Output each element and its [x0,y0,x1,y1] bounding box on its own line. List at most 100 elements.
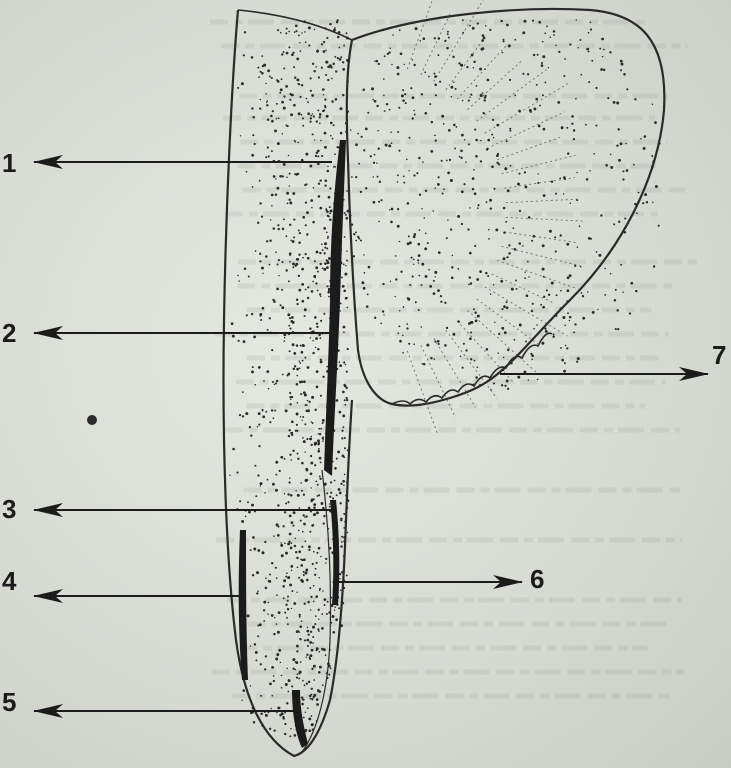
fan-stipple-dot [412,275,414,277]
body-stipple-dot [289,477,291,479]
body-stipple-dot [346,190,348,192]
body-stipple-dot [299,42,300,43]
fan-stipple-dot [503,305,506,308]
body-stipple-dot [340,589,341,590]
fan-stipple-dot [514,248,517,251]
body-stipple-dot [282,228,285,231]
body-stipple-dot [323,313,325,315]
body-stipple-dot [316,703,319,706]
body-stipple-dot [301,300,304,303]
fan-stipple-dot [528,216,531,219]
body-stipple-dot [326,247,328,249]
fan-stipple-dot [444,302,446,304]
body-stipple-dot [322,267,324,269]
body-stipple-dot [329,23,332,26]
fan-stipple-dot [517,183,520,186]
body-stipple-dot [344,474,346,476]
fan-stipple-dot [505,385,506,386]
body-stipple-dot [321,627,324,630]
body-stipple-dot [319,666,322,669]
fan-stipple-dot [504,167,507,170]
fan-stipple-dot [560,347,562,349]
body-stipple-dot [295,490,297,492]
body-stipple-dot [317,433,319,435]
fan-stipple-dot [448,37,450,39]
body-stipple-dot [293,368,295,370]
body-stipple-dot [290,728,291,729]
body-stipple-dot [339,578,340,579]
body-stipple-dot [318,547,321,550]
fan-stipple-dot [456,126,458,128]
body-stipple-dot [254,143,256,145]
body-stipple-dot [311,487,312,488]
fan-stipple-dot [469,207,471,209]
body-stipple-dot [301,351,304,354]
fan-stipple-dot [597,309,598,310]
fan-stipple-dot [469,252,472,255]
fan-stipple-dot [504,331,507,334]
fan-stipple-dot [624,231,626,233]
body-stipple-dot [286,52,289,55]
fan-stipple-dot [425,275,428,278]
body-stipple-dot [319,180,321,182]
body-stipple-dot [344,385,347,388]
body-stipple-dot [309,698,311,700]
fan-stipple-dot [613,223,615,225]
body-stipple-dot [297,458,299,460]
fan-stipple-dot [494,322,495,323]
fan-stipple-dot [543,276,545,278]
body-stipple-dot [329,213,331,215]
body-stipple-dot [277,224,279,226]
fan-stipple-dot [526,294,529,297]
fan-stipple-dot [579,225,581,227]
body-stipple-dot [309,729,312,732]
fan-stipple-dot [506,380,509,383]
fan-stipple-dot [481,39,484,42]
fan-stipple-dot [514,339,516,341]
fan-stipple-dot [514,95,516,97]
body-stipple-dot [331,597,333,599]
fan-stipple-dot [589,170,591,172]
body-stipple-dot [293,602,296,605]
fan-stipple-dot [480,94,483,97]
fan-stipple-dot [422,161,424,163]
body-stipple-dot [317,443,319,445]
body-stipple-dot [271,205,273,207]
fan-stipple-dot [435,276,436,277]
body-stipple-dot [256,592,258,594]
fan-stipple-dot [473,169,475,171]
fan-stipple-dot [544,328,546,330]
fan-stipple-dot [567,276,570,279]
fan-stipple-dot [408,170,409,171]
fan-stipple-dot [535,98,538,101]
body-stipple-dot [275,178,277,180]
body-stipple-dot [329,503,330,504]
body-stipple-dot [311,649,314,652]
body-stipple-dot [286,668,287,669]
fan-stipple-dot [553,34,555,36]
body-stipple-dot [271,666,274,669]
body-stipple-dot [319,475,321,477]
body-stipple-dot [268,388,270,390]
fan-stipple-dot [593,153,595,155]
body-stipple-dot [313,498,315,500]
body-stipple-dot [306,438,308,440]
fan-stipple-dot [531,240,533,242]
body-stipple-dot [318,448,320,450]
fan-stipple-dot [429,285,432,288]
body-stipple-dot [252,116,254,118]
fan-stipple-dot [581,292,583,294]
body-stipple-dot [340,56,342,58]
fan-stipple-dot [473,308,475,310]
body-stipple-dot [343,536,346,539]
fan-stipple-dot [569,43,571,45]
body-stipple-dot [275,567,277,569]
body-stipple-dot [319,457,322,460]
body-stipple-dot [332,138,334,140]
body-stipple-dot [335,98,338,101]
body-stipple-dot [305,253,307,255]
fan-stipple-dot [451,266,453,268]
body-stipple-dot [261,267,264,270]
body-stipple-dot [289,99,291,101]
